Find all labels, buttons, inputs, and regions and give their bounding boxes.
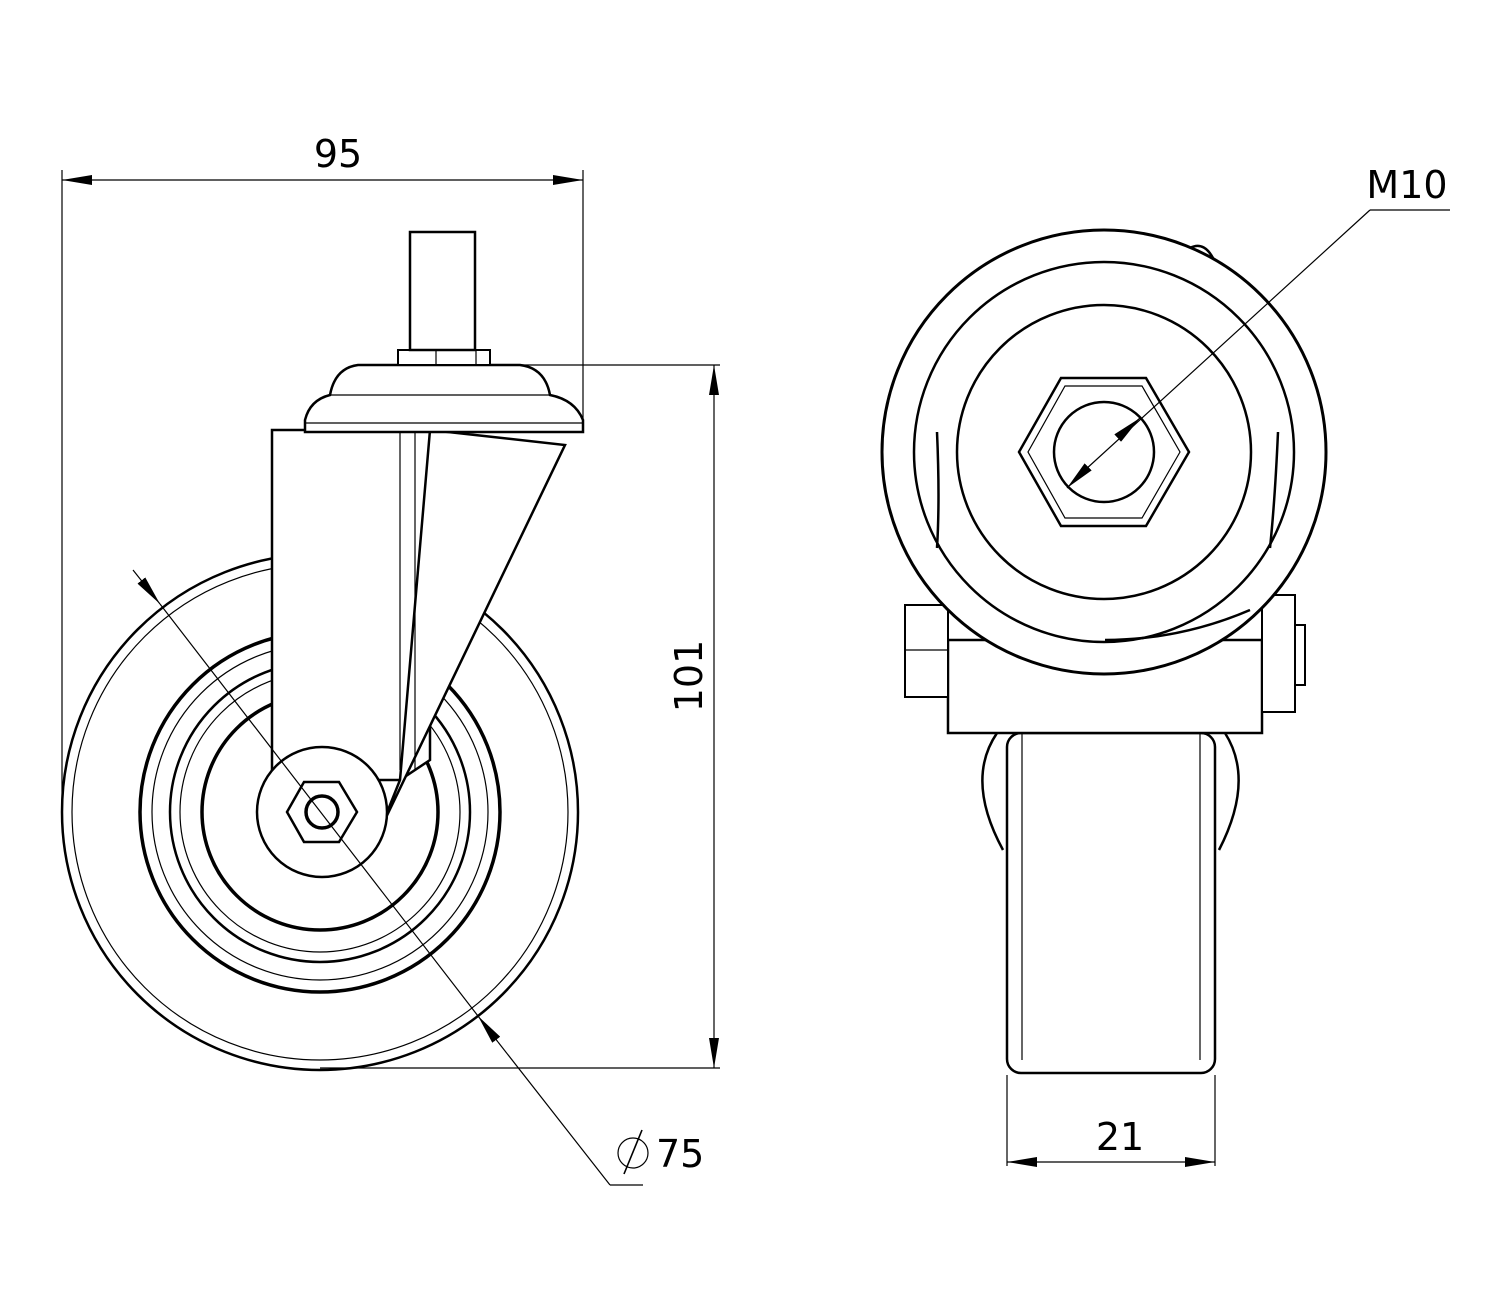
axle-nut-icon <box>285 780 359 844</box>
dimension-21: 21 <box>1006 1075 1216 1167</box>
dimension-101: 101 <box>320 364 720 1069</box>
top-plate-ring <box>912 260 1296 644</box>
swivel-race <box>955 303 1253 601</box>
dimension-label-width: 95 <box>314 132 362 176</box>
wheel-front <box>1005 731 1217 1075</box>
dimension-label-height: 101 <box>667 640 711 713</box>
dimension-label-thread: M10 <box>1366 163 1447 207</box>
axle-boss <box>255 745 389 879</box>
dimension-label-diameter: 75 <box>656 1132 704 1176</box>
hex-nut-icon <box>1017 376 1191 528</box>
thread-bore <box>1052 400 1156 504</box>
dimension-95: 95 <box>61 132 584 812</box>
side-nut-left <box>904 604 949 698</box>
dimension-m10: M10 <box>1066 163 1450 489</box>
dimension-diameter-75: 75 <box>132 569 704 1186</box>
threaded-stem <box>408 230 477 352</box>
top-plate <box>303 363 585 434</box>
dimension-label-wheel-width: 21 <box>1096 1115 1144 1159</box>
front-view <box>880 228 1328 1075</box>
diameter-symbol-icon <box>617 1129 649 1175</box>
axle <box>304 794 340 830</box>
side-nut-right <box>1261 594 1296 713</box>
side-view <box>60 230 585 1072</box>
